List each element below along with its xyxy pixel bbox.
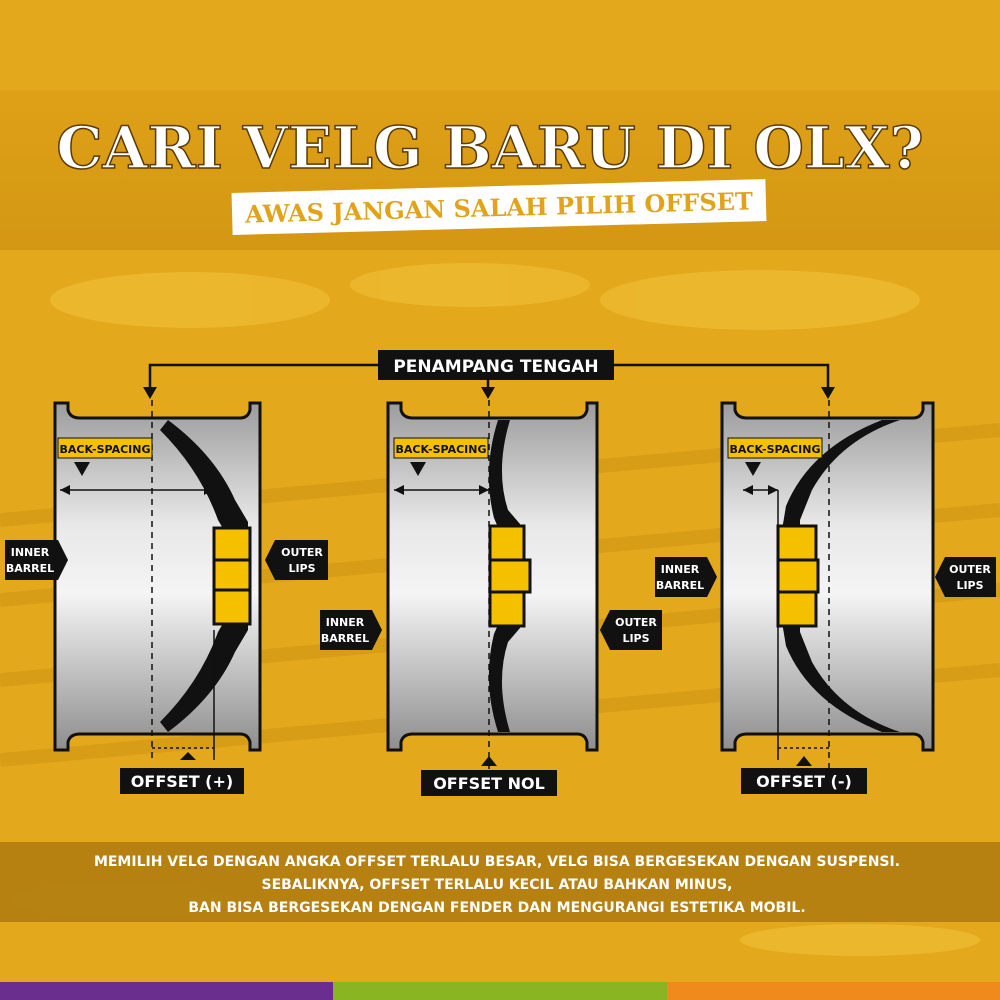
- wheel-spoke: [782, 420, 900, 536]
- outer-lips-tag: OUTER LIPS: [935, 557, 996, 597]
- wheel-spoke: [488, 420, 520, 536]
- outer-lips-tag: OUTER LIPS: [600, 610, 662, 650]
- center-section-bracket: PENAMPANG TENGAH: [143, 350, 835, 399]
- back-spacing-label: BACK-SPACING: [730, 443, 821, 456]
- subtitle-banner: AWAS JANGAN SALAH PILIH OFFSET: [231, 179, 767, 235]
- inner-barrel-tag: INNER BARREL: [5, 540, 68, 580]
- wheel-spoke: [160, 420, 248, 538]
- svg-text:LIPS: LIPS: [288, 562, 315, 575]
- svg-text:BARREL: BARREL: [321, 632, 369, 645]
- back-spacing-label: BACK-SPACING: [60, 443, 151, 456]
- svg-text:LIPS: LIPS: [956, 579, 983, 592]
- inner-barrel-tag: INNER BARREL: [655, 557, 717, 597]
- center-section-label: PENAMPANG TENGAH: [393, 357, 598, 377]
- wheel-zero-offset: BACK-SPACING OFFSET NOL INNER BARREL OUT…: [320, 400, 662, 796]
- offset-label: OFFSET (+): [131, 772, 233, 791]
- footer-note: MEMILIH VELG DENGAN ANGKA OFFSET TERLALU…: [0, 842, 1000, 922]
- brand-stripe: [0, 982, 1000, 1000]
- svg-text:INNER: INNER: [326, 616, 365, 629]
- footer-line-2: SEBALIKNYA, OFFSET TERLALU KECIL ATAU BA…: [261, 877, 732, 893]
- wheel-spoke: [782, 616, 900, 732]
- svg-text:BARREL: BARREL: [6, 562, 54, 575]
- footer-line-1: MEMILIH VELG DENGAN ANGKA OFFSET TERLALU…: [94, 854, 900, 870]
- wheel-spoke: [488, 616, 520, 732]
- offset-label: OFFSET (-): [756, 772, 852, 791]
- page-title: CARI VELG BARU DI OLX?: [56, 114, 923, 182]
- wheel-positive-offset: BACK-SPACING OFFSET (+) INNER BARREL OUT…: [5, 400, 328, 794]
- inner-barrel-tag: INNER BARREL: [320, 610, 382, 650]
- svg-text:INNER: INNER: [11, 546, 50, 559]
- svg-text:OUTER: OUTER: [615, 616, 657, 629]
- svg-text:OUTER: OUTER: [281, 546, 323, 559]
- outer-lips-tag: OUTER LIPS: [265, 540, 328, 580]
- footer-line-3: BAN BISA BERGESEKAN DENGAN FENDER DAN ME…: [188, 900, 805, 916]
- svg-text:LIPS: LIPS: [622, 632, 649, 645]
- wheel-negative-offset: BACK-SPACING OFFSET (-) INNER BARREL OUT…: [655, 400, 996, 794]
- offset-label: OFFSET NOL: [433, 774, 545, 793]
- svg-text:BARREL: BARREL: [656, 579, 704, 592]
- wheel-spoke: [160, 614, 248, 732]
- back-spacing-label: BACK-SPACING: [396, 443, 487, 456]
- svg-text:OUTER: OUTER: [949, 563, 991, 576]
- svg-text:INNER: INNER: [661, 563, 700, 576]
